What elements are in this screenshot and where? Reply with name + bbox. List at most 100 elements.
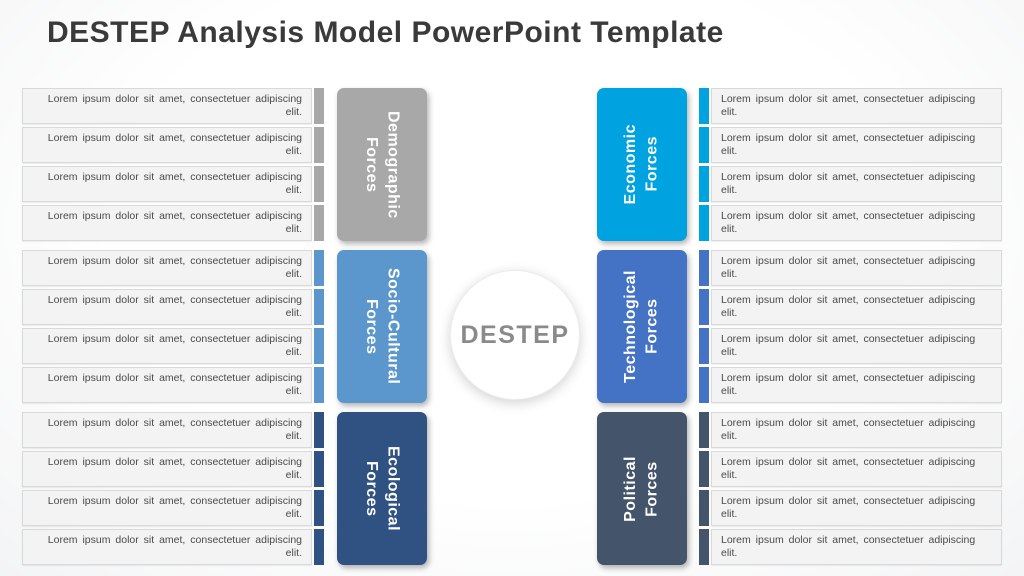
section-socio-cultural-forces: Lorem ipsum dolor sit amet, consectetuer… (22, 250, 427, 403)
category-label-line1: Economic (622, 124, 640, 205)
list-item: Lorem ipsum dolor sit amet, consectetuer… (699, 412, 1002, 448)
accent-bar (699, 289, 709, 325)
placeholder-text: Lorem ipsum dolor sit amet, consectetuer… (22, 412, 312, 448)
list-item: Lorem ipsum dolor sit amet, consectetuer… (699, 490, 1002, 526)
placeholder-text: Lorem ipsum dolor sit amet, consectetuer… (711, 250, 1002, 286)
list-item: Lorem ipsum dolor sit amet, consectetuer… (699, 289, 1002, 325)
list-item: Lorem ipsum dolor sit amet, consectetuer… (22, 529, 324, 565)
accent-bar (699, 127, 709, 163)
category-block-ecological: Ecological Forces (337, 412, 427, 565)
placeholder-text: Lorem ipsum dolor sit amet, consectetuer… (22, 451, 312, 487)
list-item: Lorem ipsum dolor sit amet, consectetuer… (22, 127, 324, 163)
category-label-line1: Political (622, 455, 640, 522)
list-item: Lorem ipsum dolor sit amet, consectetuer… (699, 205, 1002, 241)
page-title: DESTEP Analysis Model PowerPoint Templat… (47, 16, 724, 49)
category-label-line1: Demographic (384, 110, 402, 219)
category-block-economic: Economic Forces (597, 88, 687, 241)
accent-bar (699, 490, 709, 526)
list-item: Lorem ipsum dolor sit amet, consectetuer… (22, 490, 324, 526)
right-column: Economic Forces Lorem ipsum dolor sit am… (597, 88, 1002, 565)
accent-bar (314, 412, 324, 448)
category-label: Economic Forces (620, 124, 663, 204)
category-block-demographic: Demographic Forces (337, 88, 427, 241)
placeholder-text: Lorem ipsum dolor sit amet, consectetuer… (711, 205, 1002, 241)
list-item: Lorem ipsum dolor sit amet, consectetuer… (22, 451, 324, 487)
placeholder-text: Lorem ipsum dolor sit amet, consectetuer… (711, 451, 1002, 487)
placeholder-text: Lorem ipsum dolor sit amet, consectetuer… (22, 490, 312, 526)
accent-bar (314, 205, 324, 241)
left-column: Lorem ipsum dolor sit amet, consectetuer… (22, 88, 427, 565)
accent-bar (699, 529, 709, 565)
placeholder-text: Lorem ipsum dolor sit amet, consectetuer… (22, 205, 312, 241)
accent-bar (314, 328, 324, 364)
category-label-line1: Ecological (384, 445, 402, 532)
row-list: Lorem ipsum dolor sit amet, consectetuer… (22, 88, 324, 241)
placeholder-text: Lorem ipsum dolor sit amet, consectetuer… (711, 166, 1002, 202)
placeholder-text: Lorem ipsum dolor sit amet, consectetuer… (711, 367, 1002, 403)
list-item: Lorem ipsum dolor sit amet, consectetuer… (699, 88, 1002, 124)
list-item: Lorem ipsum dolor sit amet, consectetuer… (699, 328, 1002, 364)
section-ecological-forces: Lorem ipsum dolor sit amet, consectetuer… (22, 412, 427, 565)
category-label-line2: Forces (644, 136, 661, 193)
category-label-line1: Technological (622, 270, 640, 383)
accent-bar (314, 529, 324, 565)
category-label: Political Forces (620, 456, 663, 522)
list-item: Lorem ipsum dolor sit amet, consectetuer… (22, 88, 324, 124)
row-list: Lorem ipsum dolor sit amet, consectetuer… (699, 88, 1002, 241)
placeholder-text: Lorem ipsum dolor sit amet, consectetuer… (711, 412, 1002, 448)
category-label-line2: Forces (644, 460, 661, 517)
list-item: Lorem ipsum dolor sit amet, consectetuer… (22, 328, 324, 364)
category-block-technological: Technological Forces (597, 250, 687, 403)
accent-bar (314, 490, 324, 526)
placeholder-text: Lorem ipsum dolor sit amet, consectetuer… (711, 88, 1002, 124)
accent-bar (314, 451, 324, 487)
category-label: Demographic Forces (360, 111, 403, 219)
accent-bar (699, 451, 709, 487)
list-item: Lorem ipsum dolor sit amet, consectetuer… (699, 451, 1002, 487)
destep-center-label: DESTEP (460, 320, 570, 349)
category-label-line1: Socio-Cultural (384, 268, 402, 385)
category-label-line2: Forces (363, 460, 380, 517)
category-label-line2: Forces (644, 298, 661, 355)
accent-bar (699, 367, 709, 403)
placeholder-text: Lorem ipsum dolor sit amet, consectetuer… (711, 127, 1002, 163)
accent-bar (699, 205, 709, 241)
category-block-socio-cultural: Socio-Cultural Forces (337, 250, 427, 403)
category-label: Socio-Cultural Forces (360, 268, 403, 384)
list-item: Lorem ipsum dolor sit amet, consectetuer… (22, 166, 324, 202)
accent-bar (699, 328, 709, 364)
accent-bar (314, 166, 324, 202)
list-item: Lorem ipsum dolor sit amet, consectetuer… (22, 412, 324, 448)
accent-bar (314, 367, 324, 403)
placeholder-text: Lorem ipsum dolor sit amet, consectetuer… (711, 529, 1002, 565)
accent-bar (699, 88, 709, 124)
section-demographic-forces: Lorem ipsum dolor sit amet, consectetuer… (22, 88, 427, 241)
category-label: Technological Forces (620, 270, 663, 383)
placeholder-text: Lorem ipsum dolor sit amet, consectetuer… (22, 328, 312, 364)
accent-bar (314, 88, 324, 124)
list-item: Lorem ipsum dolor sit amet, consectetuer… (699, 529, 1002, 565)
placeholder-text: Lorem ipsum dolor sit amet, consectetuer… (22, 250, 312, 286)
destep-center-circle: DESTEP (450, 270, 580, 400)
list-item: Lorem ipsum dolor sit amet, consectetuer… (22, 367, 324, 403)
category-label-line2: Forces (363, 298, 380, 355)
accent-bar (699, 412, 709, 448)
list-item: Lorem ipsum dolor sit amet, consectetuer… (22, 205, 324, 241)
accent-bar (314, 127, 324, 163)
list-item: Lorem ipsum dolor sit amet, consectetuer… (22, 289, 324, 325)
list-item: Lorem ipsum dolor sit amet, consectetuer… (699, 127, 1002, 163)
placeholder-text: Lorem ipsum dolor sit amet, consectetuer… (22, 127, 312, 163)
section-technological-forces: Technological Forces Lorem ipsum dolor s… (597, 250, 1002, 403)
accent-bar (699, 250, 709, 286)
list-item: Lorem ipsum dolor sit amet, consectetuer… (699, 166, 1002, 202)
row-list: Lorem ipsum dolor sit amet, consectetuer… (699, 250, 1002, 403)
accent-bar (699, 166, 709, 202)
placeholder-text: Lorem ipsum dolor sit amet, consectetuer… (22, 367, 312, 403)
list-item: Lorem ipsum dolor sit amet, consectetuer… (699, 250, 1002, 286)
row-list: Lorem ipsum dolor sit amet, consectetuer… (22, 412, 324, 565)
section-economic-forces: Economic Forces Lorem ipsum dolor sit am… (597, 88, 1002, 241)
placeholder-text: Lorem ipsum dolor sit amet, consectetuer… (711, 490, 1002, 526)
category-block-political: Political Forces (597, 412, 687, 565)
placeholder-text: Lorem ipsum dolor sit amet, consectetuer… (22, 289, 312, 325)
